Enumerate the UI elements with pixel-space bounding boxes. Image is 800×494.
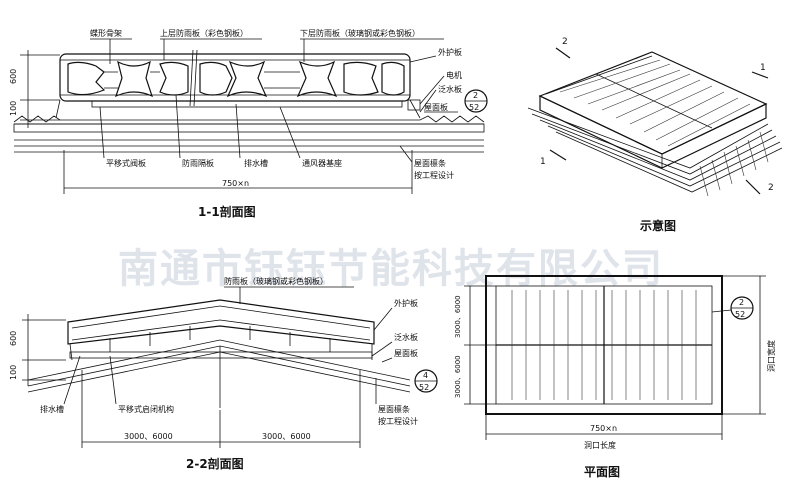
label-lower-rain-panel: 下层防雨板（玻璃钢或彩色钢板） xyxy=(300,28,420,38)
callout-1-1: 2 52 xyxy=(464,89,488,113)
dim-span-right: 3000、6000 xyxy=(262,432,311,441)
label-drain-gutter-1-1: 排水槽 xyxy=(244,158,268,168)
title-section-2-2: 2-2剖面图 xyxy=(186,456,244,471)
label-upper-rain-panel: 上层防雨板（彩色钢板） xyxy=(160,28,248,38)
label-rain-divider: 防雨隔板 xyxy=(182,158,214,168)
mark-1-left: 1 xyxy=(540,157,546,167)
label-purlin-design-2-2: 按工程设计 xyxy=(378,416,418,426)
plan-dim-side-top: 3000、6000 xyxy=(454,295,462,338)
dim-height-2-2: 600 xyxy=(9,331,18,346)
dim-height-1-1: 600 xyxy=(9,69,18,84)
label-rain-panel-2-2: 防雨板（玻璃钢或彩色钢板） xyxy=(224,276,328,286)
svg-text:52: 52 xyxy=(735,310,745,319)
section-1-1: 600 100 xyxy=(9,28,488,219)
label-purlin-2-2: 屋面檩条 xyxy=(378,404,410,414)
label-outer-guard-2-2: 外护板 xyxy=(394,298,418,308)
mark-2-top: 2 xyxy=(562,37,568,47)
dim-width-1-1: 750×n xyxy=(222,179,249,188)
svg-text:2: 2 xyxy=(473,91,478,100)
watermark: 南通市钰钰节能科技有限公司 xyxy=(118,246,664,292)
label-mechanism: 平移式启闭机构 xyxy=(118,404,174,414)
label-roof-panel-2-2: 屋面板 xyxy=(394,348,418,358)
svg-text:4: 4 xyxy=(423,371,428,380)
motor-box xyxy=(407,99,421,111)
plan-dim-side-bottom: 3000、6000 xyxy=(454,355,462,398)
section-2-2: 600 100 3000、6000 3000、6000 防雨板（玻璃钢或彩色钢板… xyxy=(9,276,438,471)
callout-plan: 2 52 xyxy=(711,296,754,320)
dim-base-2-2: 100 xyxy=(9,365,18,380)
label-motor: 电机 xyxy=(446,70,462,80)
svg-text:52: 52 xyxy=(419,383,429,392)
label-purlin-design-1-1: 按工程设计 xyxy=(414,170,454,180)
butterfly-frames xyxy=(67,60,405,98)
label-flashing-1-1: 泛水板 xyxy=(438,84,462,94)
label-sliding-valve: 平移式阀板 xyxy=(106,158,146,168)
dim-span-left: 3000、6000 xyxy=(124,432,173,441)
callout-2-2: 4 52 xyxy=(414,369,438,393)
mark-1-right: 1 xyxy=(760,63,766,73)
plan-side-label: 洞口宽度 xyxy=(766,340,776,372)
label-roof-panel-1-1: 屋面板 xyxy=(424,102,448,112)
title-section-1-1: 1-1剖面图 xyxy=(198,204,256,219)
label-vent-base: 通风器基座 xyxy=(302,158,342,168)
title-schematic: 示意图 xyxy=(639,218,676,233)
label-butterfly-frame: 蝶形骨架 xyxy=(90,28,122,38)
svg-text:2: 2 xyxy=(739,298,744,307)
plan-bottom-label: 洞口长度 xyxy=(584,440,616,450)
label-purlin-1-1: 屋面檩条 xyxy=(414,158,446,168)
label-drain-gutter-2-2: 排水槽 xyxy=(40,404,64,414)
label-flashing-2-2: 泛水板 xyxy=(394,332,418,342)
mark-2-bottom: 2 xyxy=(768,183,774,193)
title-plan: 平面图 xyxy=(584,465,620,479)
dim-base-1-1: 100 xyxy=(9,101,18,116)
svg-text:52: 52 xyxy=(469,103,479,112)
label-outer-guard-1-1: 外护板 xyxy=(438,47,462,57)
plan-view: 3000、6000 3000、6000 洞口宽度 2 52 750×n 洞口长度… xyxy=(454,275,776,479)
schematic-view: 2 1 1 2 示意图 xyxy=(527,37,783,233)
plan-width: 750×n xyxy=(590,424,617,433)
